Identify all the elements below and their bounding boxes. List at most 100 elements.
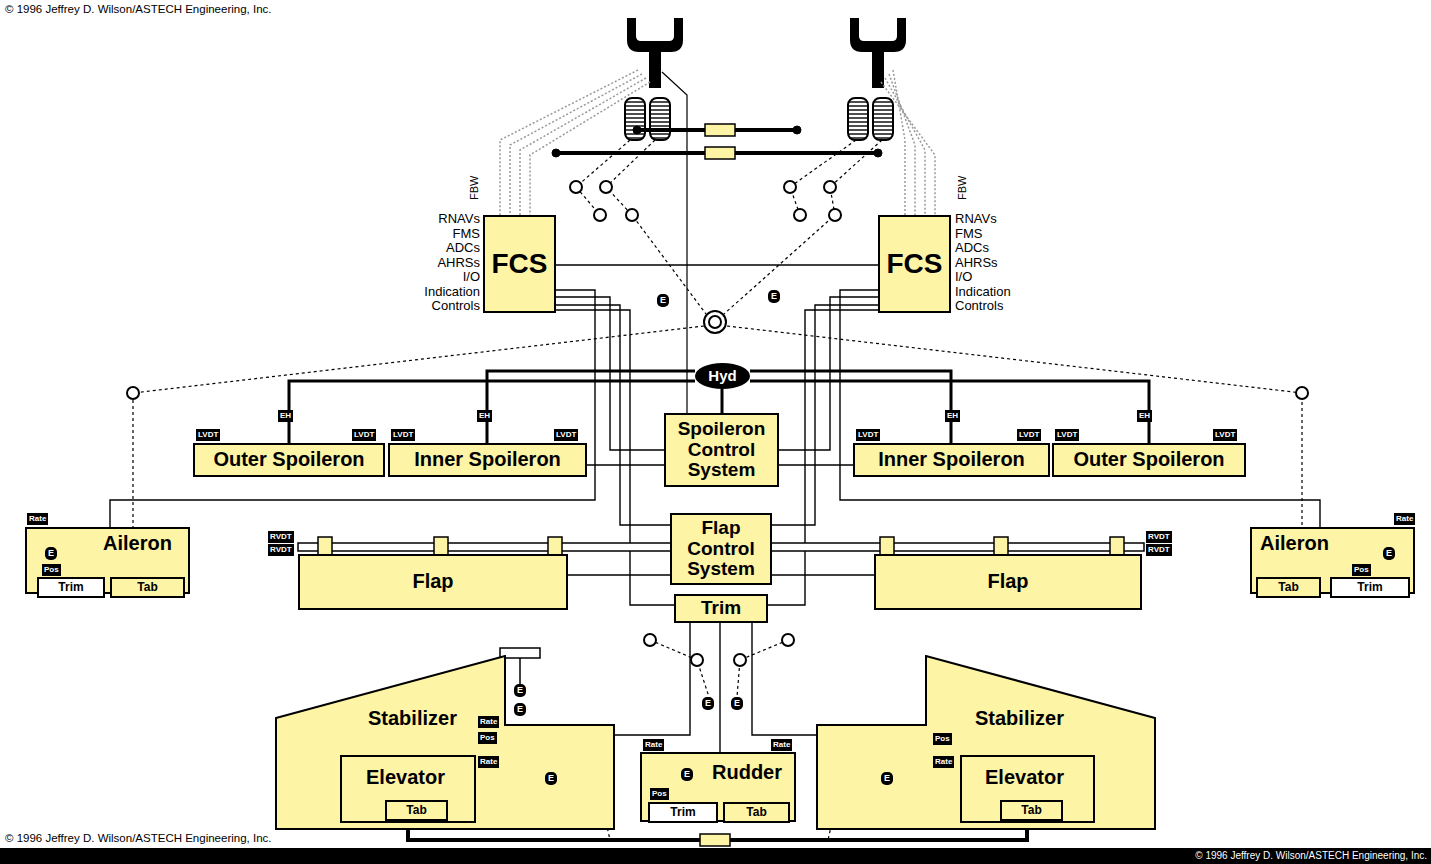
- signal-wire: [840, 290, 1320, 527]
- sensor-tag: EH: [1137, 410, 1152, 422]
- control-cable: [727, 326, 1302, 527]
- tab-box: Tab: [385, 800, 448, 821]
- flap-box: Flap: [874, 554, 1142, 610]
- control-cable: [133, 140, 1302, 840]
- copyright-note: © 1996 Jeffrey D. Wilson/ASTECH Engineer…: [1195, 850, 1427, 862]
- node-label: Inner Spoileron: [878, 449, 1025, 471]
- node-label: Hyd: [708, 368, 736, 384]
- footer-bar: [0, 848, 1431, 864]
- pulley: [709, 316, 721, 328]
- signal-label: Indication: [424, 285, 480, 299]
- hydraulic-line: [721, 389, 724, 413]
- sensor-tag: LVDT: [196, 429, 220, 441]
- signal-wire: [615, 623, 690, 735]
- copyright-note: © 1996 Jeffrey D. Wilson/ASTECH Engineer…: [5, 832, 272, 844]
- node-label: Stabilizer: [368, 708, 457, 730]
- control-yoke: [850, 18, 906, 88]
- signal-wire: [752, 623, 816, 735]
- aileron-box: AileronTabTrim: [1250, 527, 1415, 594]
- sensor-tag: Pos: [42, 564, 61, 576]
- sensor-tag: Rate: [1394, 513, 1415, 525]
- actuator-symbol: E: [702, 697, 714, 710]
- actuator-symbol: E: [881, 772, 893, 785]
- signal-wire: [110, 290, 595, 527]
- signal-wire: [779, 297, 878, 450]
- node-label: Flap Control System: [672, 518, 770, 580]
- pulley: [1296, 387, 1308, 399]
- node-label: Trim: [670, 806, 695, 819]
- signal-label: FBW: [468, 176, 480, 200]
- sensor-tag: LVDT: [391, 429, 415, 441]
- tab-box: Tab: [723, 802, 790, 823]
- tab-box: Tab: [1000, 800, 1063, 821]
- control-yoke: [627, 18, 683, 88]
- fbw-wire: [500, 70, 935, 215]
- node-label: Aileron: [1260, 533, 1329, 555]
- interconnect-link: [633, 126, 641, 134]
- fcs-box: FCS: [483, 215, 556, 313]
- rudder-pedals: [650, 98, 670, 140]
- sensor-tag: LVDT: [1055, 429, 1079, 441]
- interconnect-link: [552, 149, 560, 157]
- sensor-tag: RVDT: [1146, 531, 1172, 543]
- sensor-tag: RVDT: [268, 531, 294, 543]
- control-cable: [737, 640, 788, 697]
- elevator-box: ElevatorTab: [340, 755, 476, 823]
- pulley: [784, 181, 796, 193]
- actuator-symbol: E: [1383, 547, 1395, 560]
- node-label: Trim: [701, 598, 741, 619]
- signal-wire: [568, 574, 670, 575]
- pulley: [127, 387, 139, 399]
- control-cable: [790, 140, 856, 215]
- signal-wire: [779, 464, 853, 465]
- stabilizer-shape: StabilizerElevatorTab: [816, 655, 1156, 830]
- sensor-tag: Rate: [933, 756, 954, 768]
- signal-label: RNAVs: [438, 212, 480, 226]
- sensor-tag: Rate: [478, 756, 499, 768]
- control-rod: [662, 72, 687, 413]
- interconnect-link: [705, 124, 735, 136]
- tab-box: Tab: [110, 577, 185, 598]
- spoileron-box: Inner Spoileron: [853, 443, 1050, 477]
- interconnect-link: [874, 149, 882, 157]
- fbw-wire: [889, 74, 915, 215]
- pulley: [691, 654, 703, 666]
- stabilizer-jack: [519, 658, 521, 684]
- signal-label: ADCs: [955, 241, 989, 255]
- pulley: [824, 181, 836, 193]
- flap-box: Flap: [298, 554, 568, 610]
- copyright-note: © 1996 Jeffrey D. Wilson/ASTECH Engineer…: [5, 3, 272, 15]
- control-yoke: [850, 18, 906, 88]
- interconnect-link: [552, 124, 882, 159]
- pulley: [644, 634, 656, 646]
- stabilizer-outline: [276, 656, 614, 829]
- actuator-symbol: E: [545, 772, 557, 785]
- sensor-tag: Rate: [643, 739, 664, 751]
- node-label: Trim: [1357, 581, 1382, 594]
- elevator-box: ElevatorTab: [960, 755, 1095, 823]
- signal-wire: [556, 305, 670, 525]
- sensor-tag: LVDT: [1017, 429, 1041, 441]
- trim-box: Trim: [648, 802, 718, 823]
- sensor-tag: Rate: [478, 716, 499, 728]
- spoileron-box: Inner Spoileron: [388, 443, 587, 477]
- fcs-box: FCS: [878, 215, 951, 313]
- fbw-wire: [881, 82, 935, 215]
- node-label: Tab: [746, 806, 766, 819]
- stabilizer-outline: [817, 656, 1155, 829]
- node-label: Outer Spoileron: [1073, 449, 1224, 471]
- sensor-tag: Pos: [1352, 564, 1371, 576]
- fbw-wire: [893, 70, 905, 215]
- interconnect-link: [705, 147, 735, 159]
- pulley: [734, 654, 746, 666]
- signal-label: Controls: [955, 299, 1003, 313]
- node-label: FCS: [887, 249, 943, 279]
- control-system-box: Flap Control System: [670, 513, 772, 585]
- sensor-tag: LVDT: [352, 429, 376, 441]
- pulley: [794, 209, 806, 221]
- control-cable: [606, 140, 706, 314]
- sensor-tag: LVDT: [856, 429, 880, 441]
- control-system-box: Spoileron Control System: [664, 413, 779, 487]
- actuator-symbol: E: [681, 768, 693, 781]
- node-label: Tab: [1021, 804, 1041, 817]
